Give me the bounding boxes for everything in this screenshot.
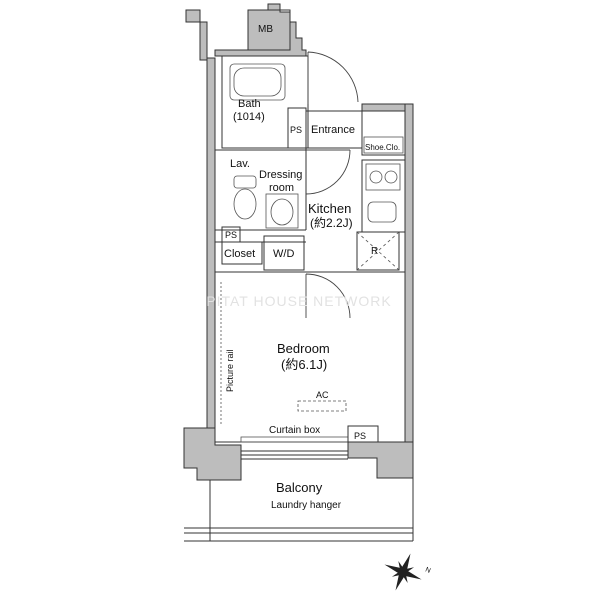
label-bath-code: (1014) — [233, 111, 265, 123]
walls — [183, 3, 414, 481]
label-entrance: Entrance — [311, 124, 355, 136]
entrance-door-swing — [307, 51, 359, 104]
label-ps-bedroom: PS — [354, 431, 366, 441]
ac-unit — [297, 400, 347, 412]
fridge-box — [356, 231, 400, 271]
wall-top-entrance — [361, 103, 406, 112]
label-bedroom-size: (約6.1J) — [281, 357, 327, 372]
label-picture-rail: Picture rail — [225, 349, 235, 392]
compass-star-icon: N — [384, 553, 431, 591]
label-kitchen-size: (約2.2J) — [310, 215, 353, 230]
mb-room — [247, 9, 291, 51]
bathtub-icon — [229, 63, 286, 101]
label-bedroom: Bedroom — [277, 341, 330, 356]
fixtures — [229, 63, 401, 229]
wall-pillar-left — [183, 427, 242, 481]
kitchen-sink-icon — [367, 201, 397, 223]
label-dressing-2: room — [269, 182, 294, 194]
label-mb: MB — [258, 24, 273, 35]
label-kitchen: Kitchen — [308, 201, 351, 216]
compass-north-label: N — [424, 567, 431, 575]
label-ac: AC — [316, 390, 329, 400]
label-balcony: Balcony — [276, 480, 323, 495]
shoe-closet-box — [361, 110, 406, 156]
bedroom-door-swing — [305, 273, 351, 319]
washbasin-icon — [265, 193, 299, 229]
wall-pillar-right — [347, 441, 414, 479]
label-ps-closet: PS — [225, 230, 237, 240]
dressing-door-swing — [305, 149, 351, 195]
label-closet: Closet — [224, 248, 255, 260]
closet-box — [221, 241, 263, 265]
wd-box — [263, 235, 305, 271]
label-ps-bath: PS — [290, 125, 302, 135]
label-curtain-box: Curtain box — [269, 425, 320, 436]
doors — [305, 51, 359, 319]
label-bath: Bath — [238, 98, 261, 110]
curtain-box-band — [240, 436, 349, 443]
kitchen-counter — [361, 159, 406, 233]
label-refrigerator: R — [371, 246, 378, 257]
wall-left — [206, 57, 216, 429]
watermark: PITAT HOUSE NETWORK — [206, 293, 391, 309]
room-labels: MB Bath (1014) PS Entrance Shoe.Clo. Lav… — [224, 24, 400, 511]
label-wd: W/D — [273, 248, 294, 260]
gas-stove-icon — [365, 163, 401, 191]
label-lav: Lav. — [230, 158, 250, 170]
label-dressing-1: Dressing — [259, 169, 302, 181]
shoe-closet-inner — [363, 136, 404, 154]
interior-walls — [184, 9, 414, 542]
label-laundry-hanger: Laundry hanger — [271, 500, 342, 511]
ps-bedroom-box — [347, 425, 379, 443]
label-shoe-closet: Shoe.Clo. — [365, 143, 400, 152]
toilet-icon — [233, 175, 257, 220]
